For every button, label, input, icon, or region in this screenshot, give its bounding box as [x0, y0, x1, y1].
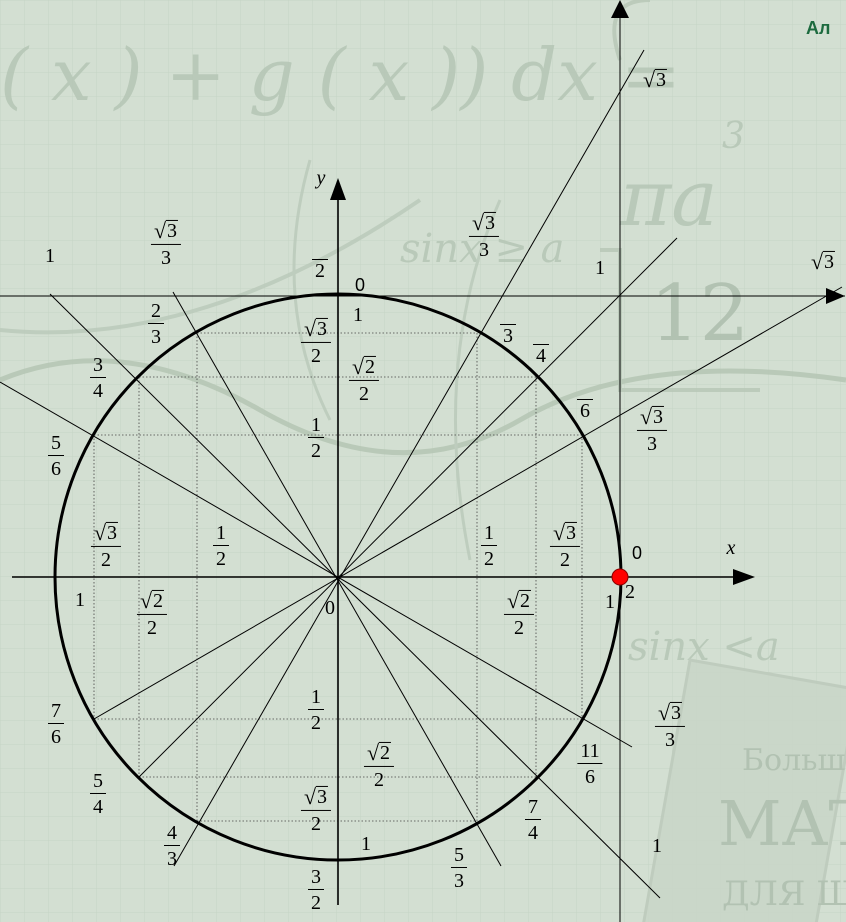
ray-7pi6-pi6	[93, 286, 843, 720]
label-cot-neg-sqrt3-3: √3 3	[654, 702, 686, 750]
bg-book3: ДЛЯ Ш	[722, 874, 846, 914]
label-cot-neg-one: 1	[652, 835, 662, 857]
cotangent-axis-arrow	[826, 288, 845, 304]
label-tan-one-right: 1	[595, 257, 605, 279]
label-sin-sqrt3-2: √3 2	[300, 318, 332, 366]
label-neg-sqrt3-2: √3 2	[300, 786, 332, 834]
tangent-cotangent-lines	[0, 10, 845, 922]
axes	[12, 0, 845, 905]
angle-rays	[0, 49, 843, 899]
label-pi-over-4: 4	[533, 344, 549, 366]
label-pi-over-6: 6	[577, 399, 593, 421]
label-top-zero: 0	[354, 275, 366, 295]
ray-3pi4-7pi4	[49, 293, 661, 899]
bg-formula: ( x ) + g ( x )) dx =	[0, 33, 681, 117]
label-cos-sqrt3-2: √3 2	[549, 522, 581, 570]
label-neg-sqrt2-2: √2 2	[363, 742, 395, 790]
label-cos-neg-sqrt3-2: √3 2	[90, 522, 122, 570]
label-origin-zero: 0	[325, 597, 335, 619]
bg-exp3: 3	[722, 116, 745, 157]
label-right-one: 1	[605, 591, 615, 613]
label-sin-one: 1	[353, 304, 363, 326]
label-sqrt3-top: √3	[642, 67, 668, 93]
ray-5pi4-pi4	[138, 237, 678, 778]
label-right-two: 2	[625, 581, 635, 603]
label-left-one: 1	[75, 589, 85, 611]
label-sqrt3-right: √3	[810, 249, 836, 275]
label-pi-over-3: 3	[500, 324, 516, 346]
bg-book2: МАТ	[718, 787, 846, 860]
bg-book1: Больш	[742, 743, 845, 778]
label-bottom-one: 1	[361, 833, 371, 855]
corner-label: Ал	[806, 18, 831, 38]
ray-5pi6-11pi6	[0, 381, 633, 748]
x-axis-arrow	[733, 569, 755, 585]
label-sin-sqrt2-2: √2 2	[348, 356, 380, 404]
label-cos-neg-sqrt2-2: √2 2	[136, 590, 168, 638]
y-axis-name: y	[316, 167, 326, 189]
label-tan-one-left: 1	[45, 245, 55, 267]
label-x-zero: 0	[631, 543, 643, 563]
start-point-marker	[611, 568, 629, 586]
label-cot-sqrt3-3: √3 3	[636, 406, 668, 454]
label-cos-sqrt2-2: √2 2	[503, 590, 535, 638]
bg-twelve: 12	[650, 269, 749, 359]
x-axis-name: x	[726, 537, 736, 559]
y-axis-arrow	[330, 178, 346, 200]
tangent-axis-arrow	[611, 0, 629, 18]
label-pi-over-2: 2	[312, 259, 328, 281]
label-tan-sqrt3-3-left: √3 3	[150, 220, 182, 268]
ray-4pi3-pi3	[173, 49, 645, 867]
label-tan-sqrt3-3-right: √3 3	[468, 212, 500, 260]
bg-pi-a: πa	[619, 154, 718, 244]
